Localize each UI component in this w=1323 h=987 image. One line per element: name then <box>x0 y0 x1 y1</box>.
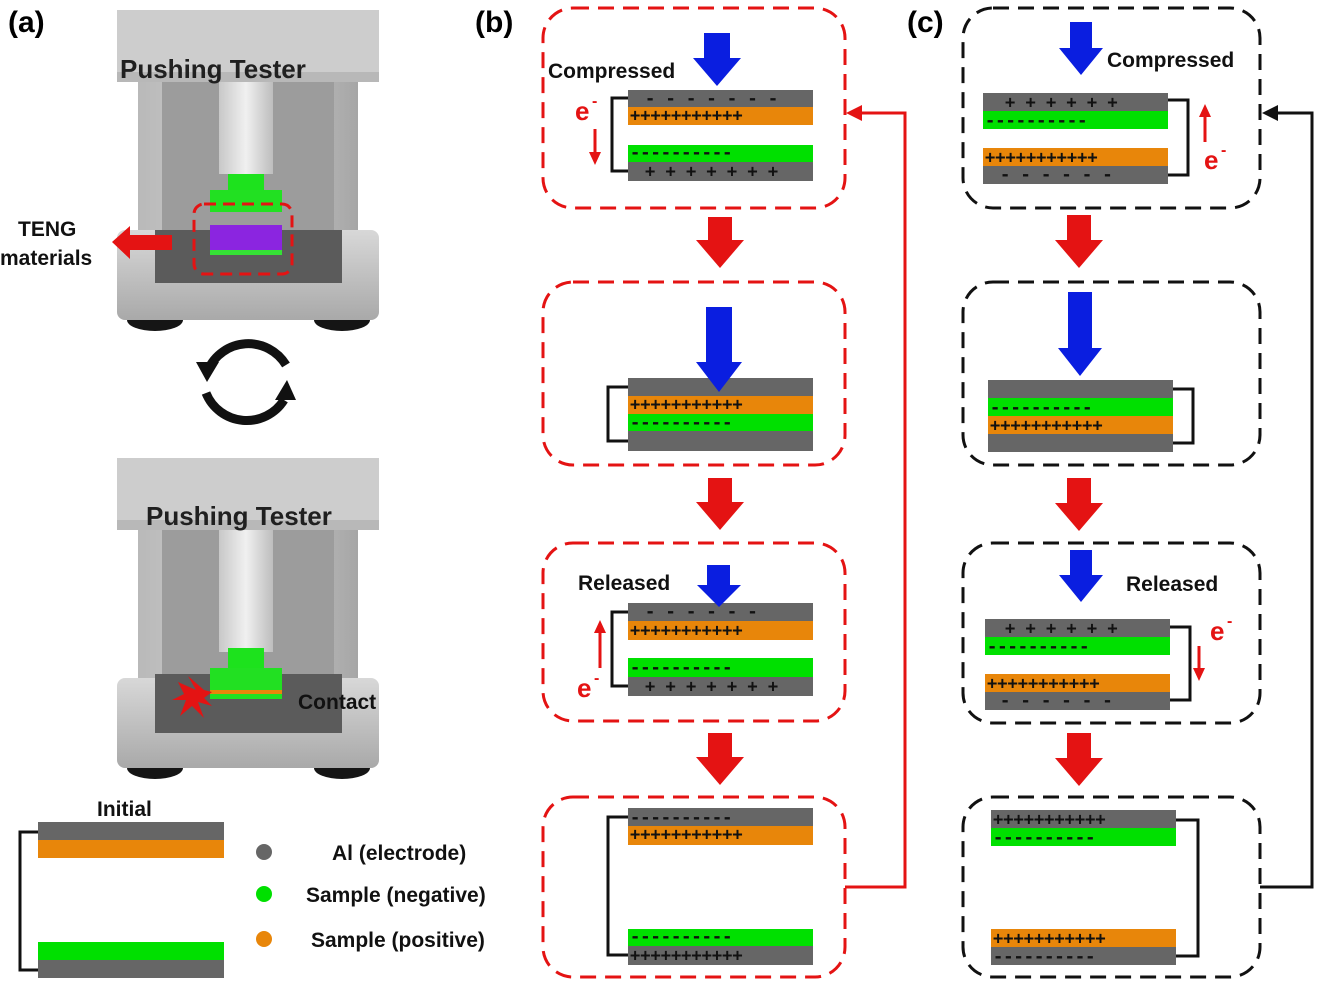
electron-flow-arrow-b3 <box>594 620 606 633</box>
charges-c3-top: + + + + + + <box>1005 619 1118 639</box>
press-arrow-b2 <box>696 307 742 392</box>
electron-flow-arrow-c3 <box>1193 668 1205 681</box>
charges-c4-orange: +++++++++++ <box>993 929 1106 949</box>
cycle-icon <box>201 339 290 425</box>
charges-c4-top: +++++++++++ <box>993 810 1106 830</box>
state-c3-released: + + + + + + ---------- +++++++++++ - - -… <box>961 541 1262 725</box>
flow-arrows-b <box>696 217 744 785</box>
electron-c3: e <box>1210 616 1224 646</box>
contact-spark-icon <box>172 676 212 718</box>
state-b3-released: - - - - - - +++++++++++ ---------- + + +… <box>541 541 847 723</box>
flow-arrows-c <box>1055 215 1103 786</box>
electron-flow-arrow-b1 <box>589 152 601 165</box>
return-loop-c <box>1260 105 1314 889</box>
svg-text:-: - <box>1221 142 1226 159</box>
tester-title-top: Pushing Tester <box>120 54 306 84</box>
compressed-label-b: Compressed <box>548 60 675 83</box>
charges-b1-orange: +++++++++++ <box>630 106 743 126</box>
tester-title-bottom: Pushing Tester <box>146 501 332 531</box>
return-loop-b <box>845 105 907 889</box>
charges-b3-bottom: + + + + + + + <box>645 677 778 697</box>
state-b1-compressed: - - - - - - - +++++++++++ ---------- + +… <box>541 6 847 210</box>
charges-b3-green: ---------- <box>630 658 732 678</box>
charges-c3-bottom: - - - - - - <box>1000 691 1113 711</box>
charges-c4-bottom: ---------- <box>993 947 1095 967</box>
panel-label-a: (a) <box>8 6 45 39</box>
charges-c1-top: + + + + + + <box>1005 93 1118 113</box>
compressed-label-c: Compressed <box>1107 49 1234 72</box>
charges-c1-bottom: - - - - - - <box>1000 165 1113 185</box>
charges-b4-bottom: +++++++++++ <box>630 946 743 966</box>
released-label-c: Released <box>1126 573 1218 596</box>
charges-b1-green: ---------- <box>630 143 732 163</box>
materials-label: materials <box>0 247 92 270</box>
legend-dot-negative <box>256 886 272 902</box>
legend-dot-positive <box>256 931 272 947</box>
state-c4-separated: +++++++++++ ---------- +++++++++++ -----… <box>961 795 1262 979</box>
state-b4-separated: ---------- +++++++++++ ---------- ++++++… <box>541 795 847 979</box>
charges-b3-orange: +++++++++++ <box>630 621 743 641</box>
pushing-tester-bottom: Pushing Tester <box>117 458 379 779</box>
charges-c4-green: ---------- <box>993 828 1095 848</box>
contact-label: Contact <box>298 691 376 714</box>
legend-dot-electrode <box>256 844 272 860</box>
release-arrow-c3 <box>1059 550 1103 602</box>
charges-b2-green: ---------- <box>630 413 732 433</box>
charges-b3-top: - - - - - - <box>645 602 758 622</box>
initial-device: Initial <box>18 798 224 978</box>
svg-text:-: - <box>592 93 597 110</box>
press-arrow-c2 <box>1058 292 1102 376</box>
press-arrow-c1 <box>1059 22 1103 75</box>
charges-c1-orange: +++++++++++ <box>985 148 1098 168</box>
release-arrow-b3 <box>697 565 741 607</box>
press-arrow-b1 <box>693 33 741 86</box>
charges-c2-green: ---------- <box>990 398 1092 418</box>
released-label-b: Released <box>578 572 670 595</box>
charges-b1-top: - - - - - - - <box>645 89 778 109</box>
cycle-arrowhead-left <box>196 362 219 382</box>
electron-b3: e <box>577 673 591 703</box>
charges-b1-bottom: + + + + + + + <box>645 162 778 182</box>
legend-label-negative: Sample (negative) <box>306 884 486 907</box>
cycle-arrowhead-right <box>275 380 296 400</box>
charges-c3-orange: +++++++++++ <box>987 674 1100 694</box>
charges-c2-orange: +++++++++++ <box>990 416 1103 436</box>
svg-text:-: - <box>1227 613 1232 630</box>
electron-c1: e <box>1204 145 1218 175</box>
teng-pointer-arrow <box>112 226 172 259</box>
charges-b4-orange: +++++++++++ <box>630 825 743 845</box>
state-c2-contact: ---------- +++++++++++ <box>961 280 1262 467</box>
state-c1-compressed: + + + + + + ---------- +++++++++++ - - -… <box>961 6 1262 210</box>
panel-label-c: (c) <box>907 6 944 39</box>
legend-label-electrode: Al (electrode) <box>332 842 466 865</box>
legend-label-positive: Sample (positive) <box>311 929 485 952</box>
initial-label: Initial <box>97 798 152 821</box>
state-b2-contact: +++++++++++ ---------- <box>541 280 847 467</box>
charges-c1-green: ---------- <box>985 111 1087 131</box>
charges-b4-top: ---------- <box>630 808 732 828</box>
electron-b1: e <box>575 96 589 126</box>
electron-flow-arrow-c1 <box>1199 104 1211 117</box>
svg-text:-: - <box>594 670 599 687</box>
pushing-tester-top: Pushing Tester <box>117 10 379 331</box>
panel-label-b: (b) <box>475 6 513 39</box>
teng-label: TENG <box>18 218 76 241</box>
legend: Al (electrode) Sample (negative) Sample … <box>256 842 486 952</box>
charges-b4-green: ---------- <box>630 927 732 947</box>
charges-c3-green: ---------- <box>987 637 1089 657</box>
charges-b2-orange: +++++++++++ <box>630 395 743 415</box>
